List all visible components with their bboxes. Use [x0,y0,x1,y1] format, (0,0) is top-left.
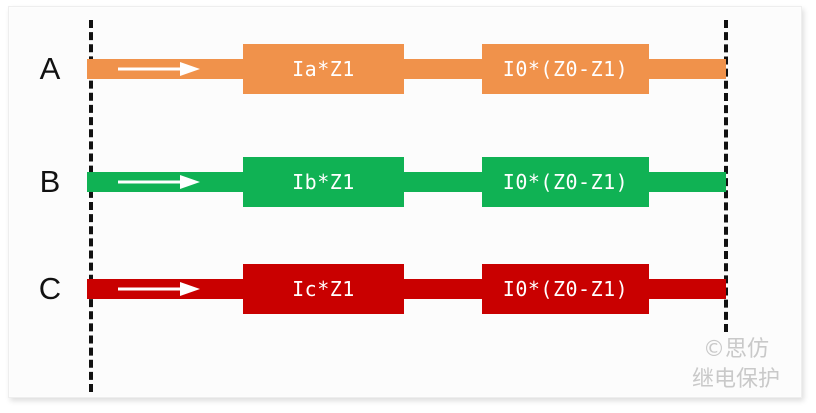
impedance-block-a-2: I0*(Z0-Z1) [482,44,649,94]
impedance-block-a-1-label: Ia*Z1 [292,57,355,81]
phase-row-a: A Ia*Z1 I0*(Z0-Z1) [0,44,816,94]
watermark: ©思仿 继电保护 [692,335,780,395]
phase-label-c: C [38,271,62,306]
phase-label-b: B [39,164,61,199]
current-direction-arrow-b [118,174,200,190]
current-direction-arrow-a [118,61,200,77]
impedance-block-b-1-label: Ib*Z1 [292,170,355,194]
phase-label-a: A [39,51,61,86]
impedance-block-c-2: I0*(Z0-Z1) [482,264,649,314]
impedance-block-b-2: I0*(Z0-Z1) [482,157,649,207]
watermark-line-1: ©思仿 [702,337,769,362]
current-direction-arrow-c [118,281,200,297]
impedance-block-c-2-label: I0*(Z0-Z1) [502,277,629,301]
impedance-block-c-1: Ic*Z1 [243,264,404,314]
left-boundary-dashed-line [89,20,93,392]
impedance-block-a-2-label: I0*(Z0-Z1) [502,57,629,81]
impedance-block-b-1: Ib*Z1 [243,157,404,207]
impedance-block-b-2-label: I0*(Z0-Z1) [502,170,629,194]
impedance-block-a-1: Ia*Z1 [243,44,404,94]
impedance-block-c-1-label: Ic*Z1 [292,277,355,301]
phase-row-b: B Ib*Z1 I0*(Z0-Z1) [0,157,816,207]
watermark-line-2: 继电保护 [691,367,780,392]
right-boundary-dashed-line [724,20,728,332]
phase-row-c: C Ic*Z1 I0*(Z0-Z1) [0,264,816,314]
